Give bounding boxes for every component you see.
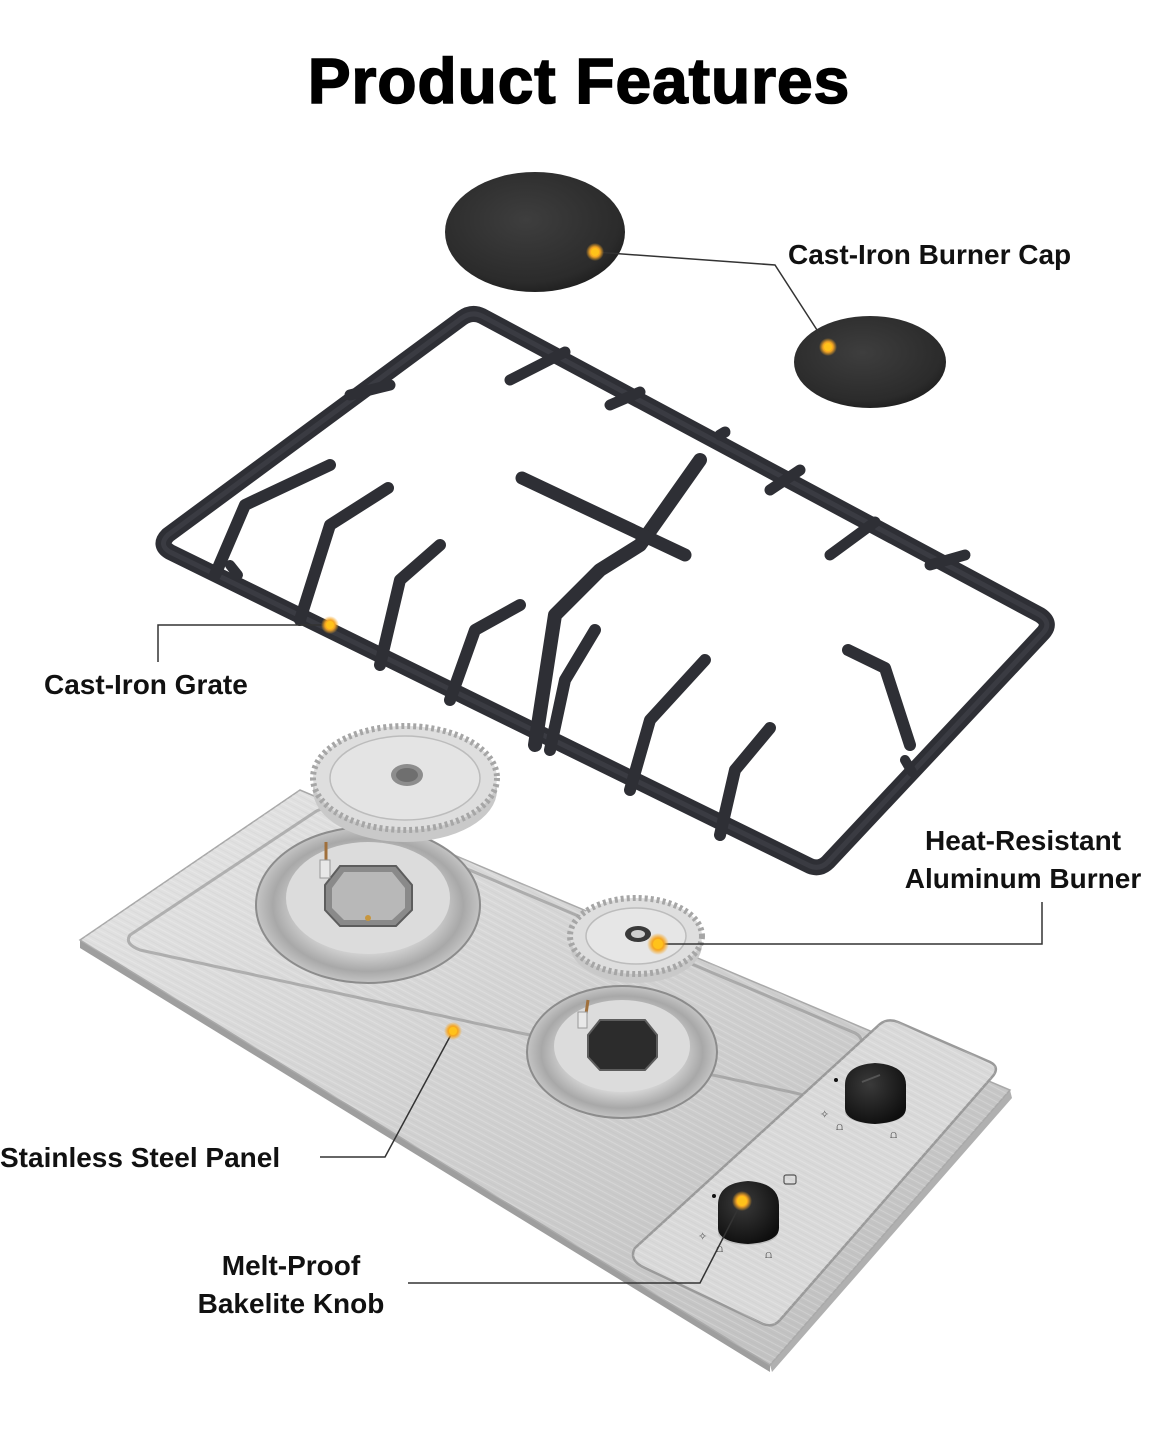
label-knob-line1: Melt-Proof bbox=[221, 1250, 361, 1281]
label-knob-line2: Bakelite Knob bbox=[197, 1288, 385, 1319]
label-burner: Heat-Resistant Aluminum Burner bbox=[888, 822, 1158, 898]
burner-base-left bbox=[255, 826, 481, 984]
burner-base-right bbox=[526, 985, 718, 1119]
svg-text:⩍: ⩍ bbox=[890, 1128, 897, 1141]
bakelite-knob-top: ✧ ⩍ ⩍ bbox=[820, 1063, 906, 1141]
leader-knob bbox=[408, 1200, 743, 1284]
label-burner-cap: Cast-Iron Burner Cap bbox=[788, 239, 1072, 270]
cast-iron-grate bbox=[155, 305, 1055, 876]
label-burner-line1: Heat-Resistant bbox=[924, 825, 1122, 856]
label-knob: Melt-Proof Bakelite Knob bbox=[180, 1247, 402, 1323]
cast-iron-burner-cap-large bbox=[445, 172, 625, 292]
leader-panel bbox=[320, 1030, 454, 1158]
label-grate: Cast-Iron Grate bbox=[44, 669, 248, 700]
svg-text:✧: ✧ bbox=[820, 1108, 829, 1121]
svg-text:✧: ✧ bbox=[698, 1230, 707, 1243]
svg-text:⩍: ⩍ bbox=[716, 1242, 723, 1255]
callout-dots bbox=[321, 243, 837, 1211]
leader-burner-cap bbox=[594, 251, 829, 348]
page-title: Product Features bbox=[307, 44, 851, 118]
callout-lines bbox=[157, 251, 1043, 1284]
leader-burner bbox=[658, 902, 1043, 945]
svg-text:⩍: ⩍ bbox=[765, 1248, 772, 1261]
leader-grate bbox=[157, 624, 330, 662]
label-panel: Stainless Steel Panel bbox=[0, 1142, 281, 1173]
label-burner-line2: Aluminum Burner bbox=[904, 863, 1142, 894]
aluminum-burner-left bbox=[310, 723, 500, 842]
svg-text:⩍: ⩍ bbox=[836, 1120, 843, 1133]
aluminum-burner-right bbox=[567, 895, 705, 983]
